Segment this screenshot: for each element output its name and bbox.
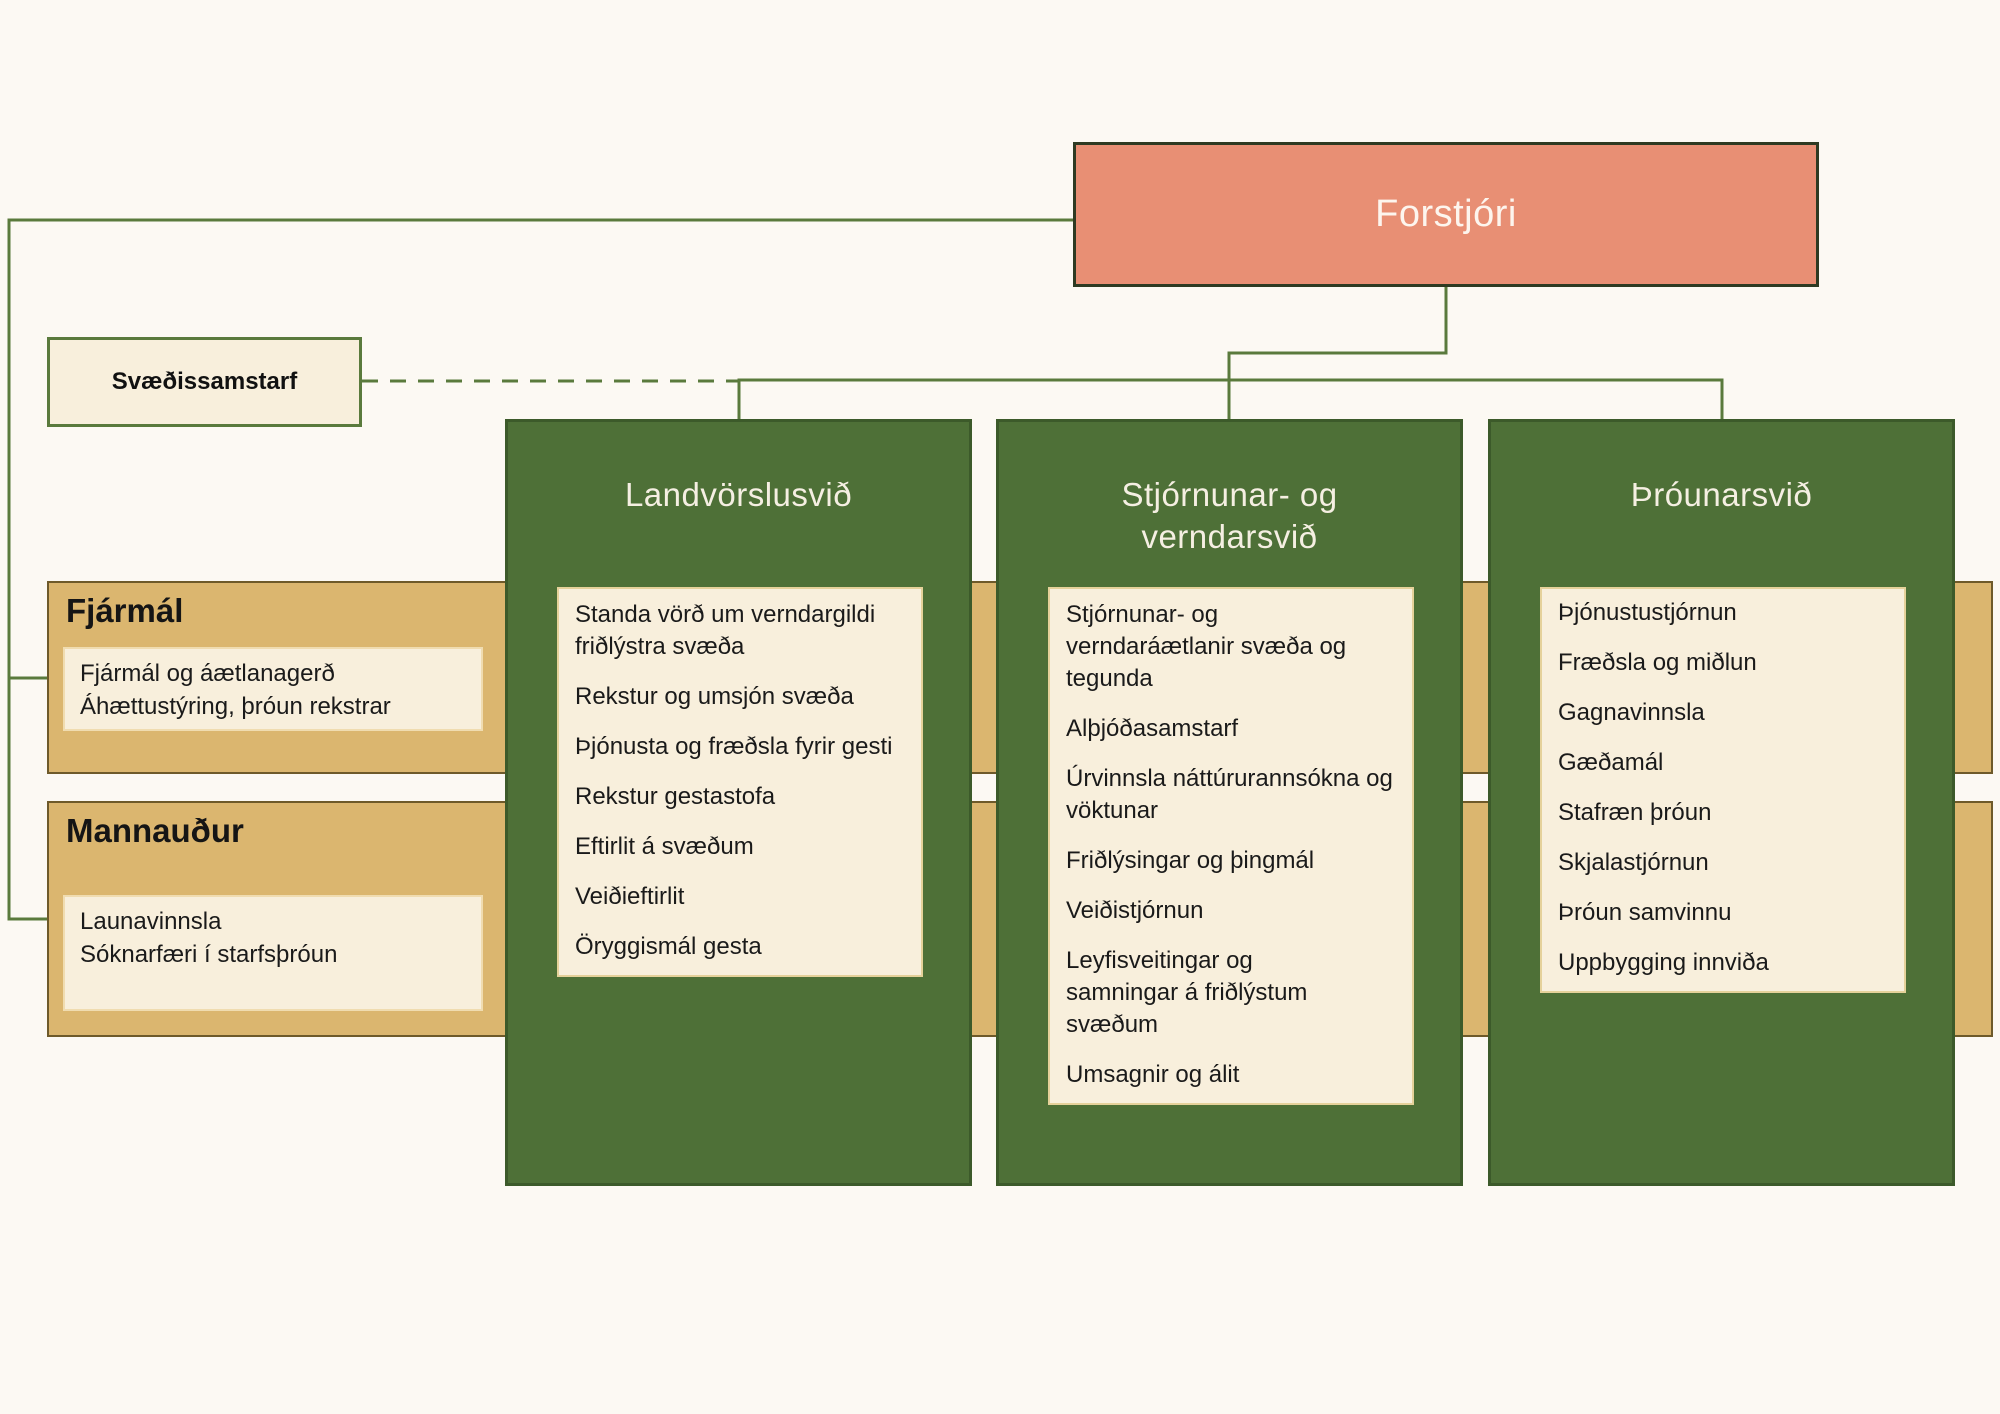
- regional-cooperation-box: Svæðissamstarf: [47, 337, 362, 427]
- director-box: Forstjóri: [1073, 142, 1819, 287]
- task-item: Gæðamál: [1558, 749, 1664, 776]
- division-tasks: Stjórnunar- og verndaráætlanir svæða og …: [1048, 587, 1414, 1105]
- hr-task: Launavinnsla: [80, 908, 222, 935]
- task-item: Alþjóðasamstarf: [1066, 715, 1239, 742]
- task-item: Úrvinnsla náttúrurannsókna og vöktunar: [1066, 765, 1393, 824]
- director-label: Forstjóri: [1375, 193, 1517, 235]
- task-item: Leyfisveitingar og samningar á friðlýstu…: [1066, 947, 1308, 1038]
- task-item: Rekstur og umsjón svæða: [575, 683, 854, 710]
- task-item: Rekstur gestastofa: [575, 783, 776, 810]
- regional-label: Svæðissamstarf: [111, 368, 298, 395]
- task-item: Þróun samvinnu: [1558, 899, 1732, 926]
- task-item: Þjónustustjórnun: [1558, 599, 1737, 626]
- task-item: Standa vörð um verndargildi friðlýstra s…: [575, 601, 876, 660]
- division-management-conservation: Stjórnunar- og verndarsvið Stjórnunar- o…: [996, 419, 1463, 1186]
- task-item: Veiðieftirlit: [575, 883, 685, 910]
- finance-task: Áhættustýring, þróun rekstrar: [80, 693, 391, 720]
- connector-director-divisions: [1227, 287, 1448, 419]
- task-item: Uppbygging innviða: [1558, 949, 1769, 976]
- division-title: Þróunarsvið: [1630, 476, 1813, 513]
- hr-tasks: Launavinnsla Sóknarfæri í starfsþróun: [63, 895, 483, 1011]
- task-item: Gagnavinnsla: [1558, 699, 1705, 726]
- task-item: Skjalastjórnun: [1558, 849, 1709, 876]
- task-item: Þjónusta og fræðsla fyrir gesti: [575, 733, 893, 760]
- division-tasks: Þjónustustjórnun Fræðsla og miðlun Gagna…: [1540, 587, 1906, 993]
- connector-division-bus: [737, 378, 1724, 419]
- task-item: Stafræn þróun: [1558, 799, 1712, 826]
- division-title: Stjórnunar- og verndarsvið: [1121, 476, 1338, 555]
- hr-title: Mannauður: [66, 812, 244, 849]
- task-item: Öryggismál gesta: [575, 933, 762, 960]
- finance-title: Fjármál: [66, 592, 184, 629]
- division-land-protection: Landvörslusvið Standa vörð um verndargil…: [505, 419, 972, 1186]
- finance-tasks: Fjármál og áætlanagerð Áhættustýring, þr…: [63, 647, 483, 731]
- connector-director-support: [7, 218, 1073, 921]
- task-item: Veiðistjórnun: [1066, 897, 1204, 924]
- division-development: Þróunarsvið Þjónustustjórnun Fræðsla og …: [1488, 419, 1955, 1186]
- task-item: Stjórnunar- og verndaráætlanir svæða og …: [1066, 601, 1347, 692]
- task-item: Friðlýsingar og þingmál: [1066, 847, 1315, 874]
- task-item: Eftirlit á svæðum: [575, 833, 754, 860]
- hr-task: Sóknarfæri í starfsþróun: [80, 941, 338, 968]
- division-title: Landvörslusvið: [624, 476, 853, 513]
- division-tasks: Standa vörð um verndargildi friðlýstra s…: [557, 587, 923, 977]
- task-item: Fræðsla og miðlun: [1558, 649, 1757, 676]
- task-item: Umsagnir og álit: [1066, 1061, 1240, 1088]
- finance-task: Fjármál og áætlanagerð: [80, 660, 335, 687]
